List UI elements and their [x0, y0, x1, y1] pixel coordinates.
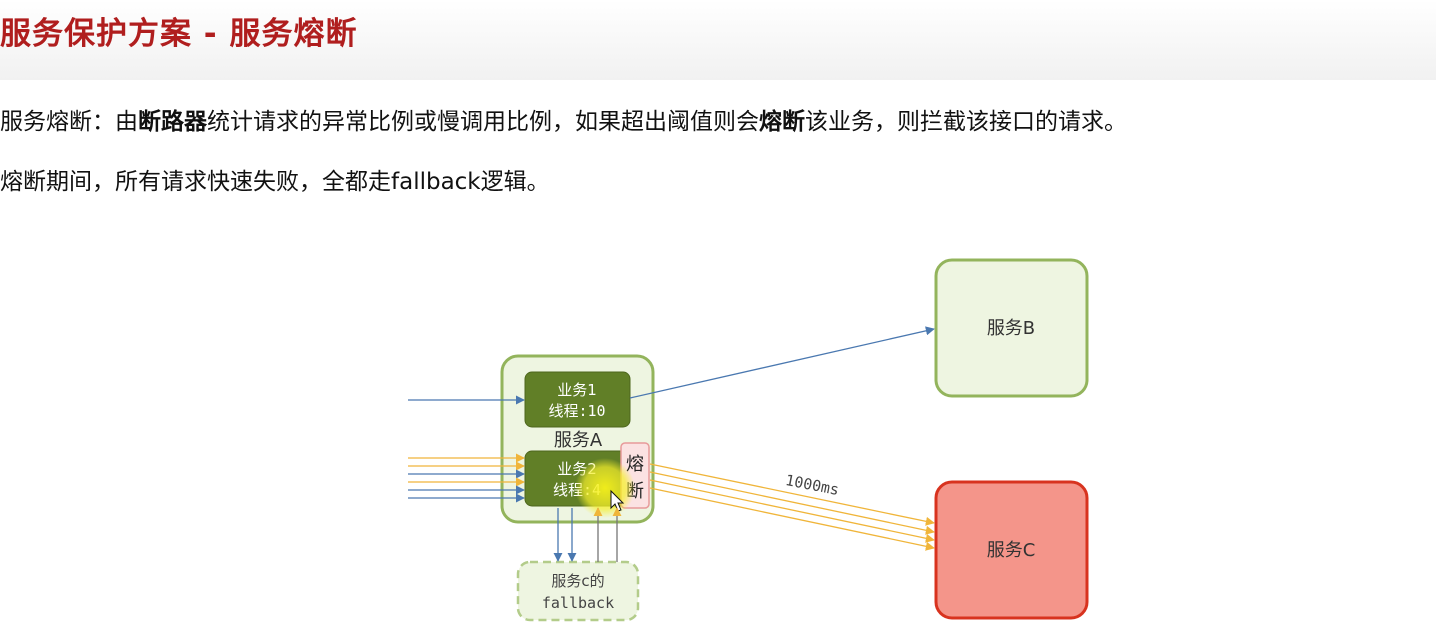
para1-text-3: 该业务，则拦截该接口的请求。: [805, 109, 1127, 135]
service-a-label: 服务A: [554, 430, 603, 451]
para1-bold-break: 熔断: [759, 109, 805, 135]
header-band: [0, 0, 1436, 80]
fallback-box: [516, 560, 640, 622]
business-1-label: 业务1: [557, 381, 597, 399]
business-1-threads: 线程:10: [548, 402, 605, 420]
fallback-label-2: fallback: [542, 594, 614, 612]
breaker-char-1: 熔: [626, 454, 644, 475]
paragraph-fallback: 熔断期间，所有请求快速失败，全都走fallback逻辑。: [0, 169, 550, 195]
arrow-to-service-c-4: [649, 487, 935, 551]
service-b-label: 服务B: [987, 318, 1035, 339]
fallback-label-1: 服务c的: [551, 572, 604, 590]
arrow-to-service-c-3: [649, 479, 935, 543]
arrow-to-service-b: [629, 326, 935, 399]
cursor-highlight: [575, 458, 635, 518]
arrow-to-service-c-1: [649, 463, 935, 526]
service-c-box: [934, 480, 1089, 620]
business-1-box: [524, 371, 631, 428]
latency-label: 1000ms: [784, 471, 841, 499]
arrow-to-service-c-2: [649, 471, 935, 535]
service-b-box: [934, 258, 1089, 398]
para1-text-2: 统计请求的异常比例或慢调用比例，如果超出阈值则会: [207, 109, 759, 135]
para1-bold-circuit-breaker: 断路器: [138, 109, 207, 135]
page-title: 服务保护方案 - 服务熔断: [0, 16, 358, 52]
paragraph-definition: 服务熔断：由断路器统计请求的异常比例或慢调用比例，如果超出阈值则会熔断该业务，则…: [0, 102, 1127, 136]
para1-text-1: 服务熔断：由: [0, 109, 138, 135]
service-c-label: 服务C: [987, 540, 1036, 561]
